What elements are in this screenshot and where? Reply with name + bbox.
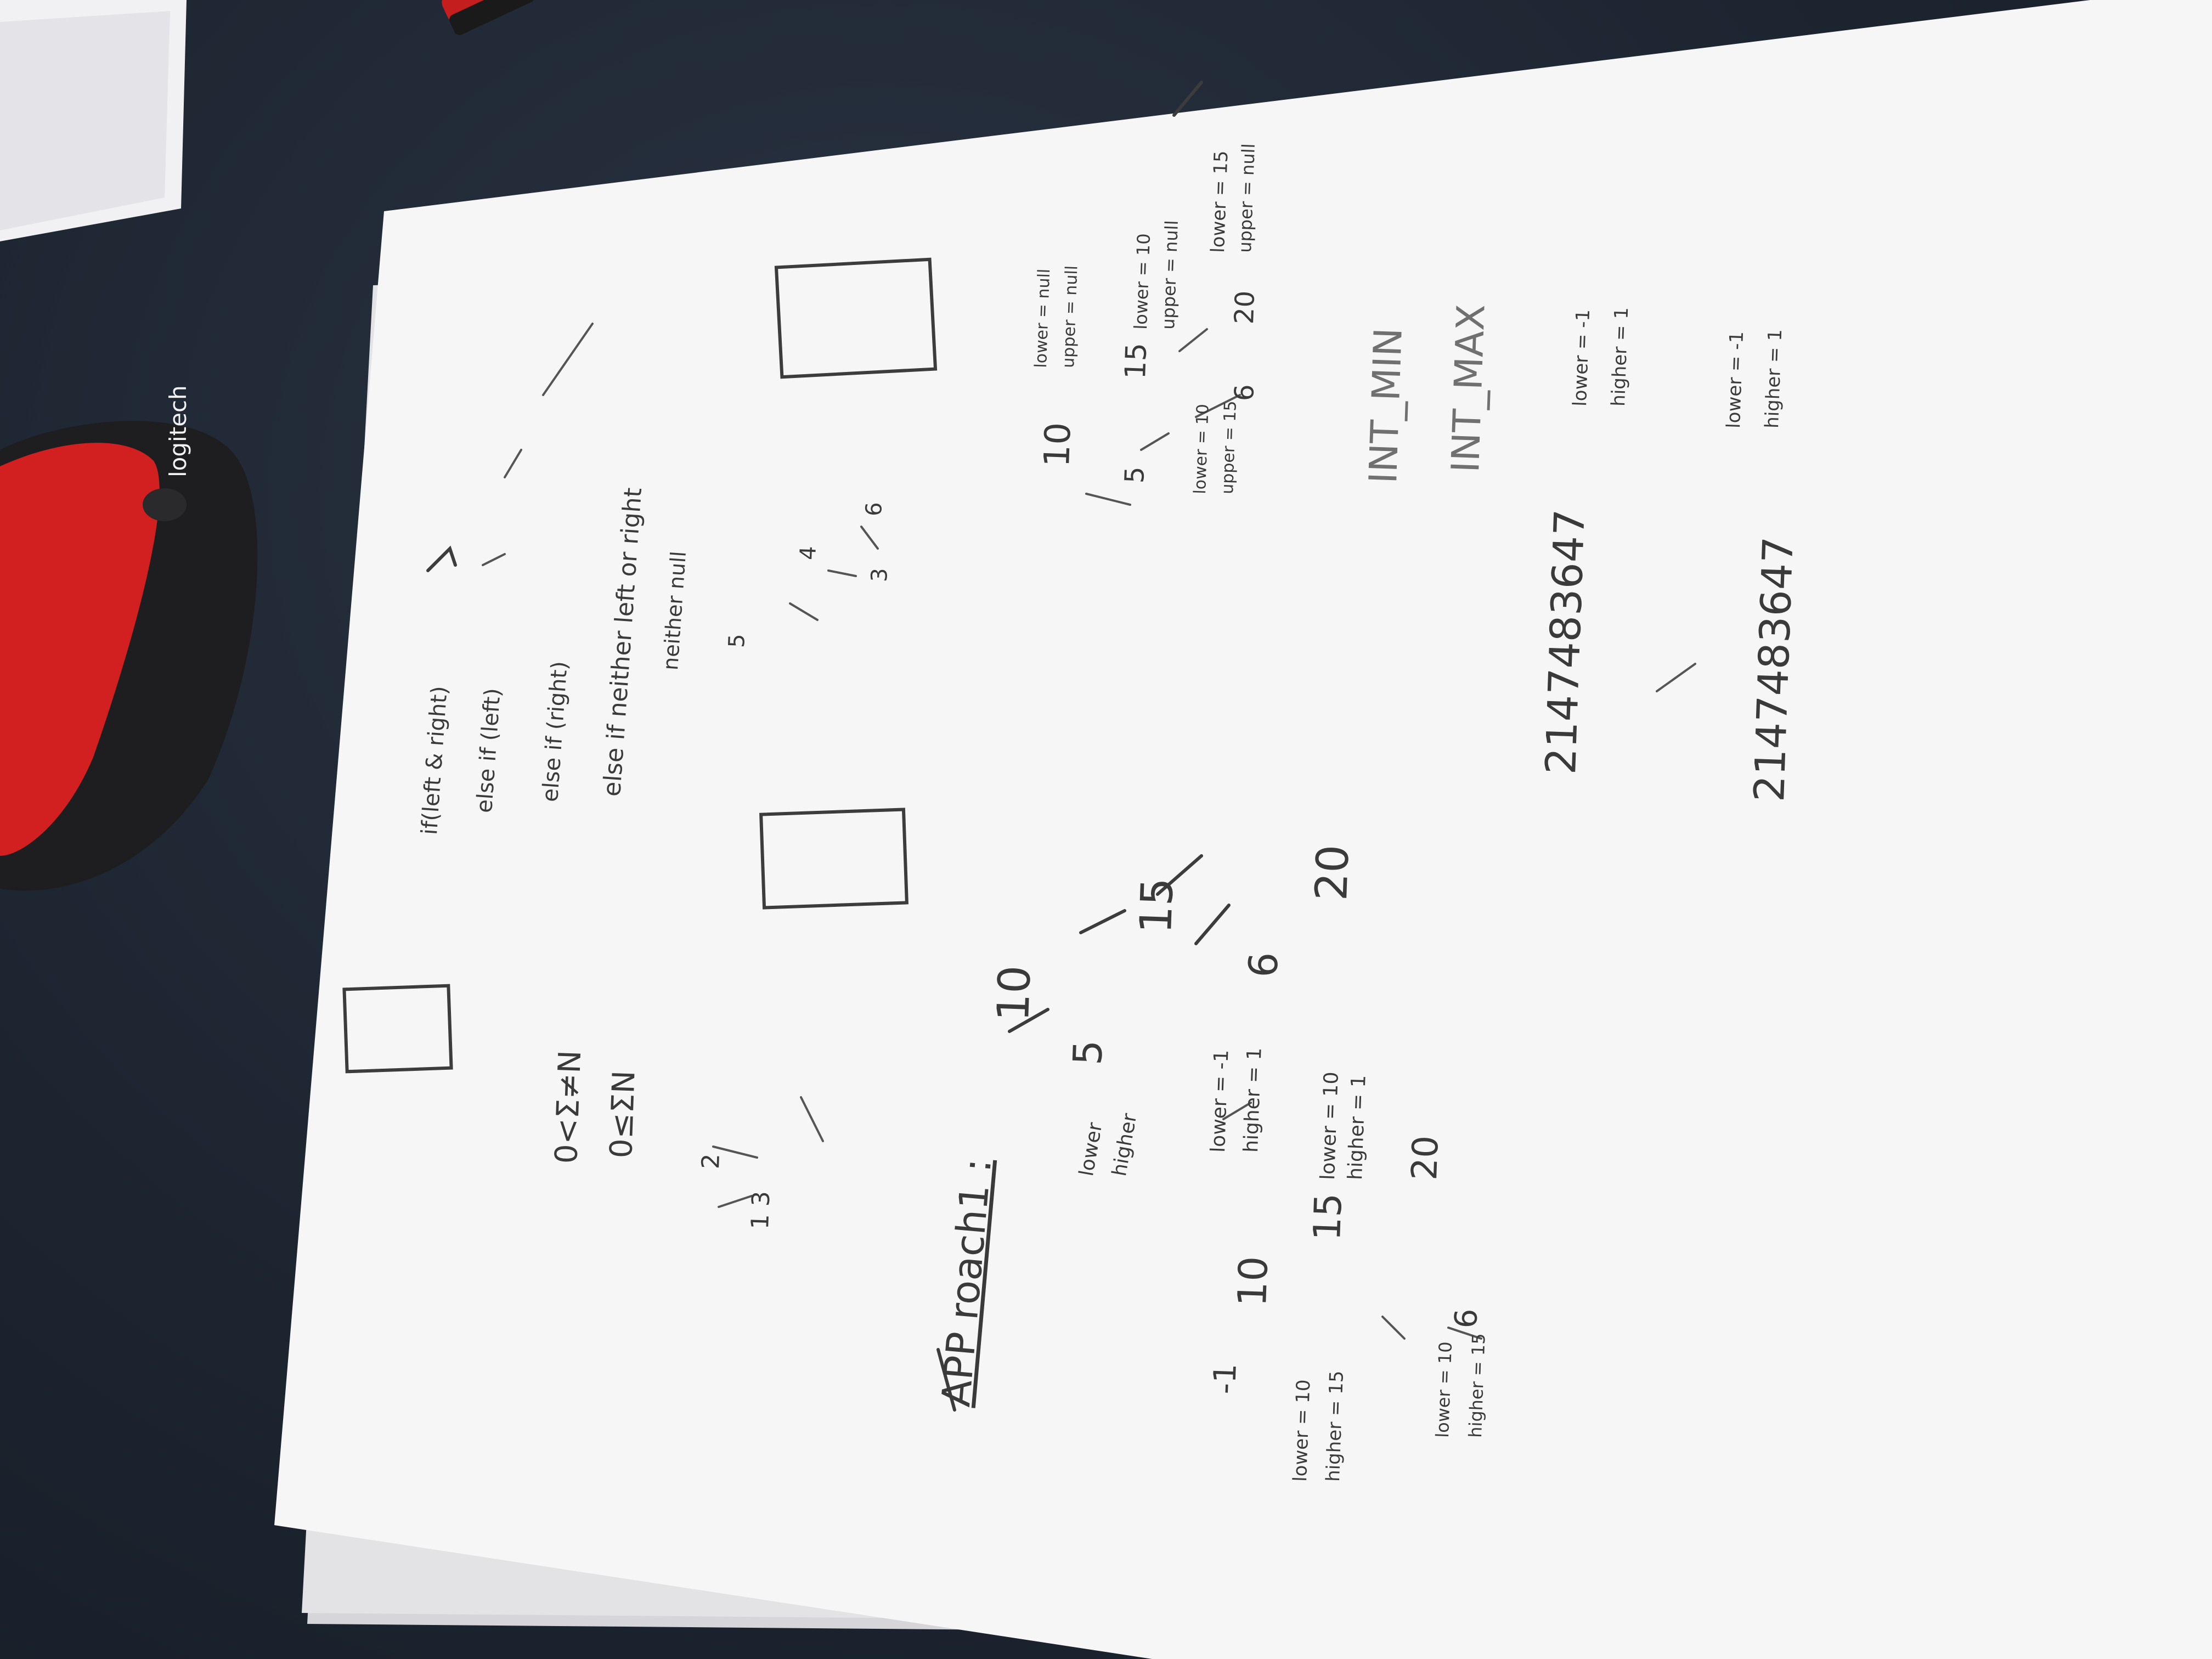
small-tree-b-5: 5 <box>724 633 750 648</box>
r-upper15: upper = 15 <box>1218 400 1240 495</box>
small-tree-b-6: 6 <box>861 501 887 517</box>
r-lower-null: lower = null <box>1031 268 1054 369</box>
bl-higher15: higher = 15 <box>1322 1370 1348 1482</box>
r-lower10: lower = 10 <box>1130 233 1155 330</box>
high-1-b: higher = 1 <box>1761 329 1787 429</box>
low-m1-b: lower = -1 <box>1723 331 1748 429</box>
r-20: 20 <box>1229 290 1261 325</box>
note-ineq1: 0<Σ≠N <box>549 1049 589 1165</box>
big-number-2: 2147483647 <box>1745 535 1803 803</box>
high-1-a: higher = 1 <box>1607 307 1633 407</box>
r-lower15: lower = 15 <box>1207 150 1233 253</box>
bl-20: 20 <box>1404 1135 1447 1181</box>
note-ineq2: 0≤ΣN <box>603 1070 642 1159</box>
r-lower10b: lower = 10 <box>1190 403 1213 495</box>
bl-15: 15 <box>1306 1192 1351 1242</box>
r-upper-null2: upper = null <box>1158 219 1182 330</box>
small-tree-mid: 1 3 <box>746 1190 776 1230</box>
big-number-1: 2147483647 <box>1536 508 1594 776</box>
low-m1-a: lower = -1 <box>1569 309 1595 407</box>
r-6: 6 <box>1229 383 1261 402</box>
bl-lower10b: lower = 10 <box>1289 1379 1315 1482</box>
r-upper-null3: upper = null <box>1234 143 1259 253</box>
bl-m1: -1 <box>1207 1363 1244 1395</box>
small-tree-top: 2 <box>697 1153 725 1170</box>
main-tree-10: 10 <box>988 964 1041 1023</box>
small-tree-b-4: 4 <box>795 545 821 561</box>
int-min: INT_MIN <box>1361 327 1411 484</box>
r-5: 5 <box>1119 466 1151 484</box>
bl-higher1: higher = 1 <box>1344 1074 1370 1181</box>
bl-6: 6 <box>1448 1308 1485 1329</box>
bl-lower10: lower = 10 <box>1317 1071 1343 1181</box>
bl-higher15b: higher = 15 <box>1465 1333 1489 1438</box>
bl-lower10c: lower = 10 <box>1432 1341 1457 1438</box>
main-tree-15: 15 <box>1130 877 1183 935</box>
main-tree-6: 6 <box>1240 951 1287 978</box>
r-upper-null: upper = null <box>1059 265 1082 369</box>
bl-lower-m1: lower = -1 <box>1207 1049 1233 1153</box>
small-tree-b-3: 3 <box>867 567 893 583</box>
bl-10: 10 <box>1229 1255 1277 1307</box>
main-tree-20: 20 <box>1306 844 1359 902</box>
main-tree-5: 5 <box>1064 1039 1111 1066</box>
r-15: 15 <box>1119 342 1154 380</box>
int-max: INT_MAX <box>1443 303 1494 473</box>
bl-higher-1: higher = 1 <box>1240 1047 1266 1153</box>
r-10: 10 <box>1037 421 1079 468</box>
